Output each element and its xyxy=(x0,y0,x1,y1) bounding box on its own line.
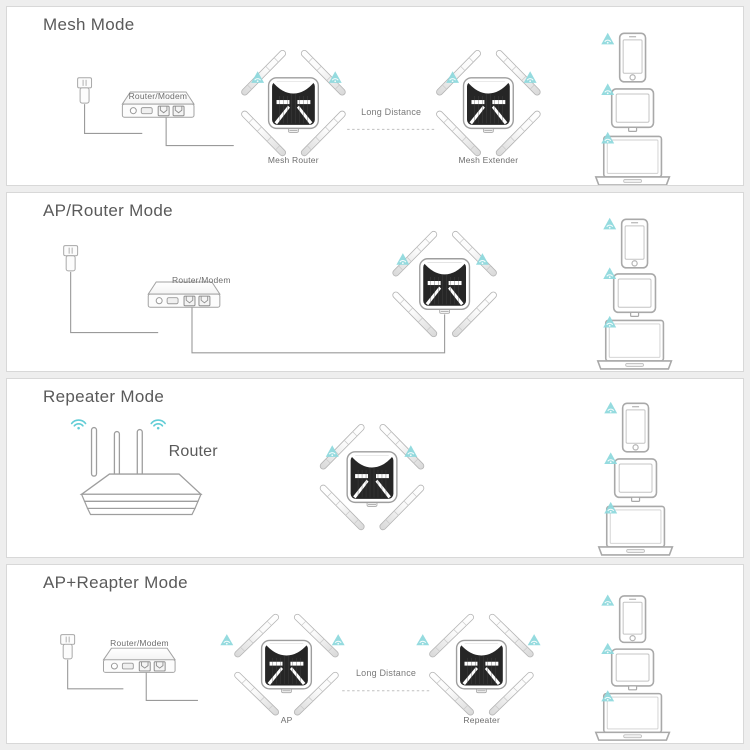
label-mesh-router: Mesh Router xyxy=(267,154,319,165)
wifi-signal-icon xyxy=(150,419,166,431)
client-smartphone-icon xyxy=(621,402,650,453)
panel-repeater-mode: Repeater Mode xyxy=(6,378,744,558)
cable-lan-apr xyxy=(145,671,198,701)
mesh-router-icon xyxy=(240,49,346,157)
panel-title-repeater: Repeater Mode xyxy=(43,387,165,406)
router-modem-icon xyxy=(102,647,176,673)
label-repeater: Repeater xyxy=(463,714,501,725)
wifi-signal-icon xyxy=(603,401,618,414)
cable-lan-mesh xyxy=(165,116,234,147)
stage-mesh: Router/Modem Mesh Router Mesh Extender L… xyxy=(7,7,743,185)
power-adapter-icon xyxy=(60,634,76,660)
power-adapter-icon xyxy=(63,245,79,272)
client-laptop-icon xyxy=(597,505,674,556)
cable-power-apr xyxy=(67,659,124,690)
panel-title-ap-router: AP/Router Mode xyxy=(43,201,173,220)
panel-title-ap-repeater: AP+Reapter Mode xyxy=(43,573,188,592)
stage-ap-repeater: Router/Modem AP Repeater Long Distance xyxy=(7,565,743,743)
scene-repeater xyxy=(70,401,674,556)
wifi-signal-icon xyxy=(600,642,615,655)
label-ap: AP xyxy=(280,714,293,725)
stage-repeater: Router xyxy=(7,379,743,557)
wifi-signal-icon xyxy=(600,32,615,45)
scene-mesh xyxy=(77,32,671,185)
wifi-signal-icon xyxy=(527,633,542,646)
panel-ap-repeater-mode: AP+Reapter Mode xyxy=(6,564,744,744)
wifi-signal-icon xyxy=(600,82,615,96)
wifi-signal-icon xyxy=(70,419,87,431)
panel-mesh-mode: Mesh Mode xyxy=(6,6,744,186)
client-tablet-icon xyxy=(610,648,655,691)
power-adapter-icon xyxy=(77,77,93,104)
label-router-modem: Router/Modem xyxy=(171,274,231,285)
wifi-signal-icon xyxy=(602,266,617,280)
cable-lan-ap xyxy=(191,306,446,354)
client-laptop-icon xyxy=(596,319,673,370)
label-router-modem: Router/Modem xyxy=(110,637,169,648)
wifi-router-icon xyxy=(79,426,203,516)
client-smartphone-icon xyxy=(620,218,649,269)
scene-ap-repeater xyxy=(60,594,671,741)
client-smartphone-icon xyxy=(618,32,647,83)
wifi-signal-icon xyxy=(600,594,615,607)
client-laptop-icon xyxy=(594,135,671,185)
cable-power-ap xyxy=(70,271,159,334)
label-router-modem: Router/Modem xyxy=(128,90,188,101)
router-modem-icon xyxy=(147,281,221,308)
wifi-signal-icon xyxy=(603,451,618,465)
client-tablet-icon xyxy=(610,88,655,133)
panel-title-mesh: Mesh Mode xyxy=(43,15,135,34)
label-long-distance: Long Distance xyxy=(361,106,422,117)
label-router: Router xyxy=(168,443,218,461)
wifi-signal-icon xyxy=(331,633,346,646)
wifi-signal-icon xyxy=(415,633,430,646)
client-tablet-icon xyxy=(612,273,657,318)
cable-power-mesh xyxy=(84,104,143,134)
stage-ap-router: Router/Modem xyxy=(7,193,743,371)
label-mesh-extender: Mesh Extender xyxy=(458,154,519,165)
wifi-signal-icon xyxy=(602,217,617,230)
ap-unit-icon xyxy=(233,613,339,716)
wifi-signal-icon xyxy=(219,633,234,646)
repeater-unit-icon xyxy=(319,423,425,531)
client-smartphone-icon xyxy=(618,595,647,644)
label-long-distance: Long Distance xyxy=(355,668,417,679)
panel-ap-router-mode: AP/Router Mode xyxy=(6,192,744,372)
client-tablet-icon xyxy=(613,458,658,503)
mesh-extender-icon xyxy=(435,49,541,157)
scene-ap-router xyxy=(63,217,673,370)
repeater-unit-icon xyxy=(428,613,534,716)
